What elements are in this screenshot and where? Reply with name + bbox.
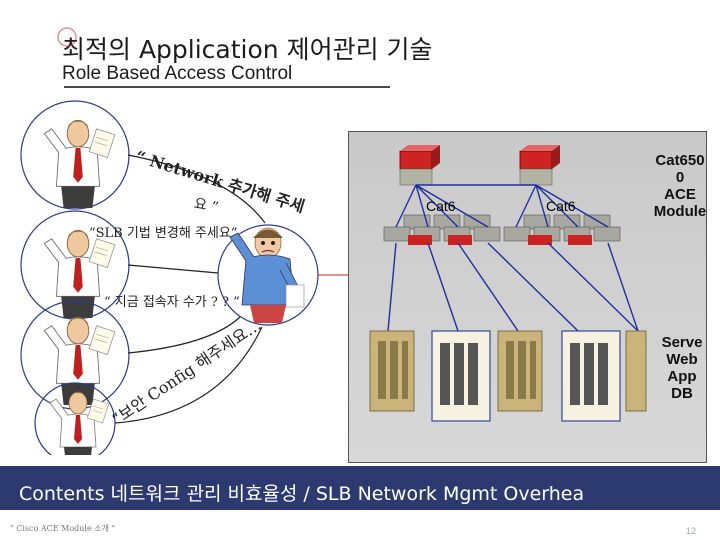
server-rack	[497, 330, 543, 412]
title-divider	[64, 86, 390, 88]
footer-caption: Contents 네트워크 관리 비효율성 / SLB Network Mgmt…	[19, 483, 585, 505]
server-rack	[561, 330, 621, 422]
title-bullet-icon	[57, 27, 77, 47]
speech-session: “ 지금 접속자 수가 ? ? ”	[104, 295, 240, 310]
server-rack	[431, 330, 491, 422]
router-icon	[519, 145, 560, 186]
user-circle-4	[34, 382, 116, 455]
speech-slb: “SLB 기법 변경해 주세요”	[89, 226, 238, 241]
users-illustration	[20, 100, 350, 455]
server-tier-label: Serve Web App DB	[661, 334, 703, 402]
cat6-right-label: Cat6	[546, 198, 576, 214]
server-rack	[369, 330, 415, 412]
switch-row-right	[503, 214, 621, 245]
speech-network-tail: 요 ”	[192, 195, 220, 216]
switch-row-left	[383, 214, 501, 245]
user-circle-1	[20, 100, 130, 210]
page-number: 12	[686, 526, 697, 536]
footer-banner	[0, 466, 720, 510]
server-rack	[625, 330, 647, 412]
cat6-left-label: Cat6	[426, 198, 456, 214]
deck-title-footer: " Cisco ACE Module 소개 "	[10, 524, 116, 533]
admin-circle	[217, 224, 319, 326]
page-title: 최적의 Application 제어관리 기술	[57, 27, 433, 66]
cat6500-ace-label: Cat650 0 ACE Module	[653, 152, 707, 220]
page-subtitle: Role Based Access Control	[62, 63, 293, 84]
network-diagram	[369, 145, 647, 422]
router-icon	[399, 145, 440, 186]
